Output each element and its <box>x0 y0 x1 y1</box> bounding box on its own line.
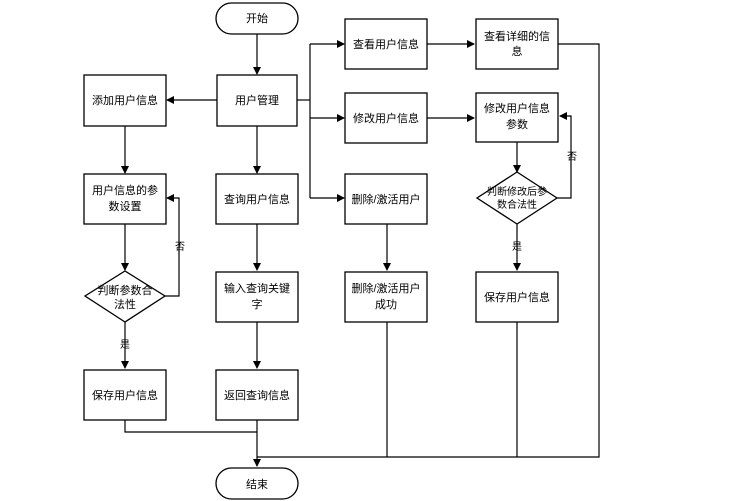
node-query-user-label: 查询用户信息 <box>224 192 290 206</box>
node-view-user-label: 查看用户信息 <box>353 37 419 51</box>
node-user-mgmt: 用户管理 <box>216 74 298 127</box>
node-delete-user-label: 删除/激活用户 <box>351 192 420 206</box>
node-modify-user: 修改用户信息 <box>344 92 428 144</box>
node-query-user: 查询用户信息 <box>215 173 299 225</box>
node-save-left: 保存用户信息 <box>83 369 167 421</box>
node-add-user-label: 添加用户信息 <box>92 93 158 107</box>
node-user-mgmt-label: 用户管理 <box>235 93 279 107</box>
node-add-user: 添加用户信息 <box>83 74 167 127</box>
connectors <box>121 34 600 467</box>
edge-save-left-to-end <box>124 420 257 433</box>
node-save-right-label: 保存用户信息 <box>484 290 550 304</box>
node-modify-params-line1: 修改用户信息 <box>484 101 550 115</box>
node-param-set-line2: 数设置 <box>109 200 142 213</box>
node-delete-success-line1: 删除/激活用户 <box>351 281 420 295</box>
node-delete-user: 删除/激活用户 <box>344 173 428 225</box>
node-judge-right-line1: 判断修改后参 <box>487 185 547 198</box>
node-save-left-label: 保存用户信息 <box>92 388 158 402</box>
node-modify-params: 修改用户信息 参数 <box>475 92 559 143</box>
node-start: 开始 <box>215 2 299 35</box>
node-input-keyword-line1: 输入查询关键 <box>224 281 290 295</box>
edge-detail-to-end <box>257 43 600 458</box>
node-view-detail: 查看详细的信 息 <box>475 18 559 70</box>
node-modify-params-line2: 参数 <box>506 117 528 131</box>
edge-label-no-right: 否 <box>567 151 577 163</box>
edge-label-no-left: 否 <box>175 241 185 253</box>
node-view-detail-line2: 息 <box>512 44 523 58</box>
node-judge-right: 判断修改后参 数合法性 <box>475 171 559 225</box>
node-save-right: 保存用户信息 <box>475 271 559 323</box>
node-judge-left: 判断参数合 法性 <box>83 270 167 323</box>
node-judge-right-line2: 数合法性 <box>497 198 537 211</box>
node-end: 结束 <box>215 467 299 500</box>
node-return-query-label: 返回查询信息 <box>224 388 290 402</box>
node-input-keyword-line2: 字 <box>252 297 263 311</box>
node-return-query: 返回查询信息 <box>215 369 299 421</box>
edge-judge-left-no <box>165 194 180 297</box>
edge-label-yes-left: 是 <box>120 339 130 351</box>
node-delete-success: 删除/激活用户 成功 <box>344 271 428 323</box>
node-view-user: 查看用户信息 <box>344 18 428 70</box>
node-end-label: 结束 <box>246 478 268 491</box>
node-delete-success-line2: 成功 <box>375 298 397 311</box>
node-modify-user-label: 修改用户信息 <box>353 111 419 125</box>
edge-label-yes-right: 是 <box>512 241 522 253</box>
node-param-set-line1: 用户信息的参 <box>92 183 158 197</box>
node-param-set: 用户信息的参 数设置 <box>83 173 167 225</box>
edge-judge-right-no <box>557 112 572 199</box>
node-input-keyword: 输入查询关键 字 <box>215 271 299 323</box>
node-view-detail-line1: 查看详细的信 <box>484 29 550 43</box>
node-judge-left-line2: 法性 <box>114 297 136 311</box>
node-judge-left-line1: 判断参数合 <box>98 283 153 297</box>
node-start-label: 开始 <box>246 11 268 25</box>
